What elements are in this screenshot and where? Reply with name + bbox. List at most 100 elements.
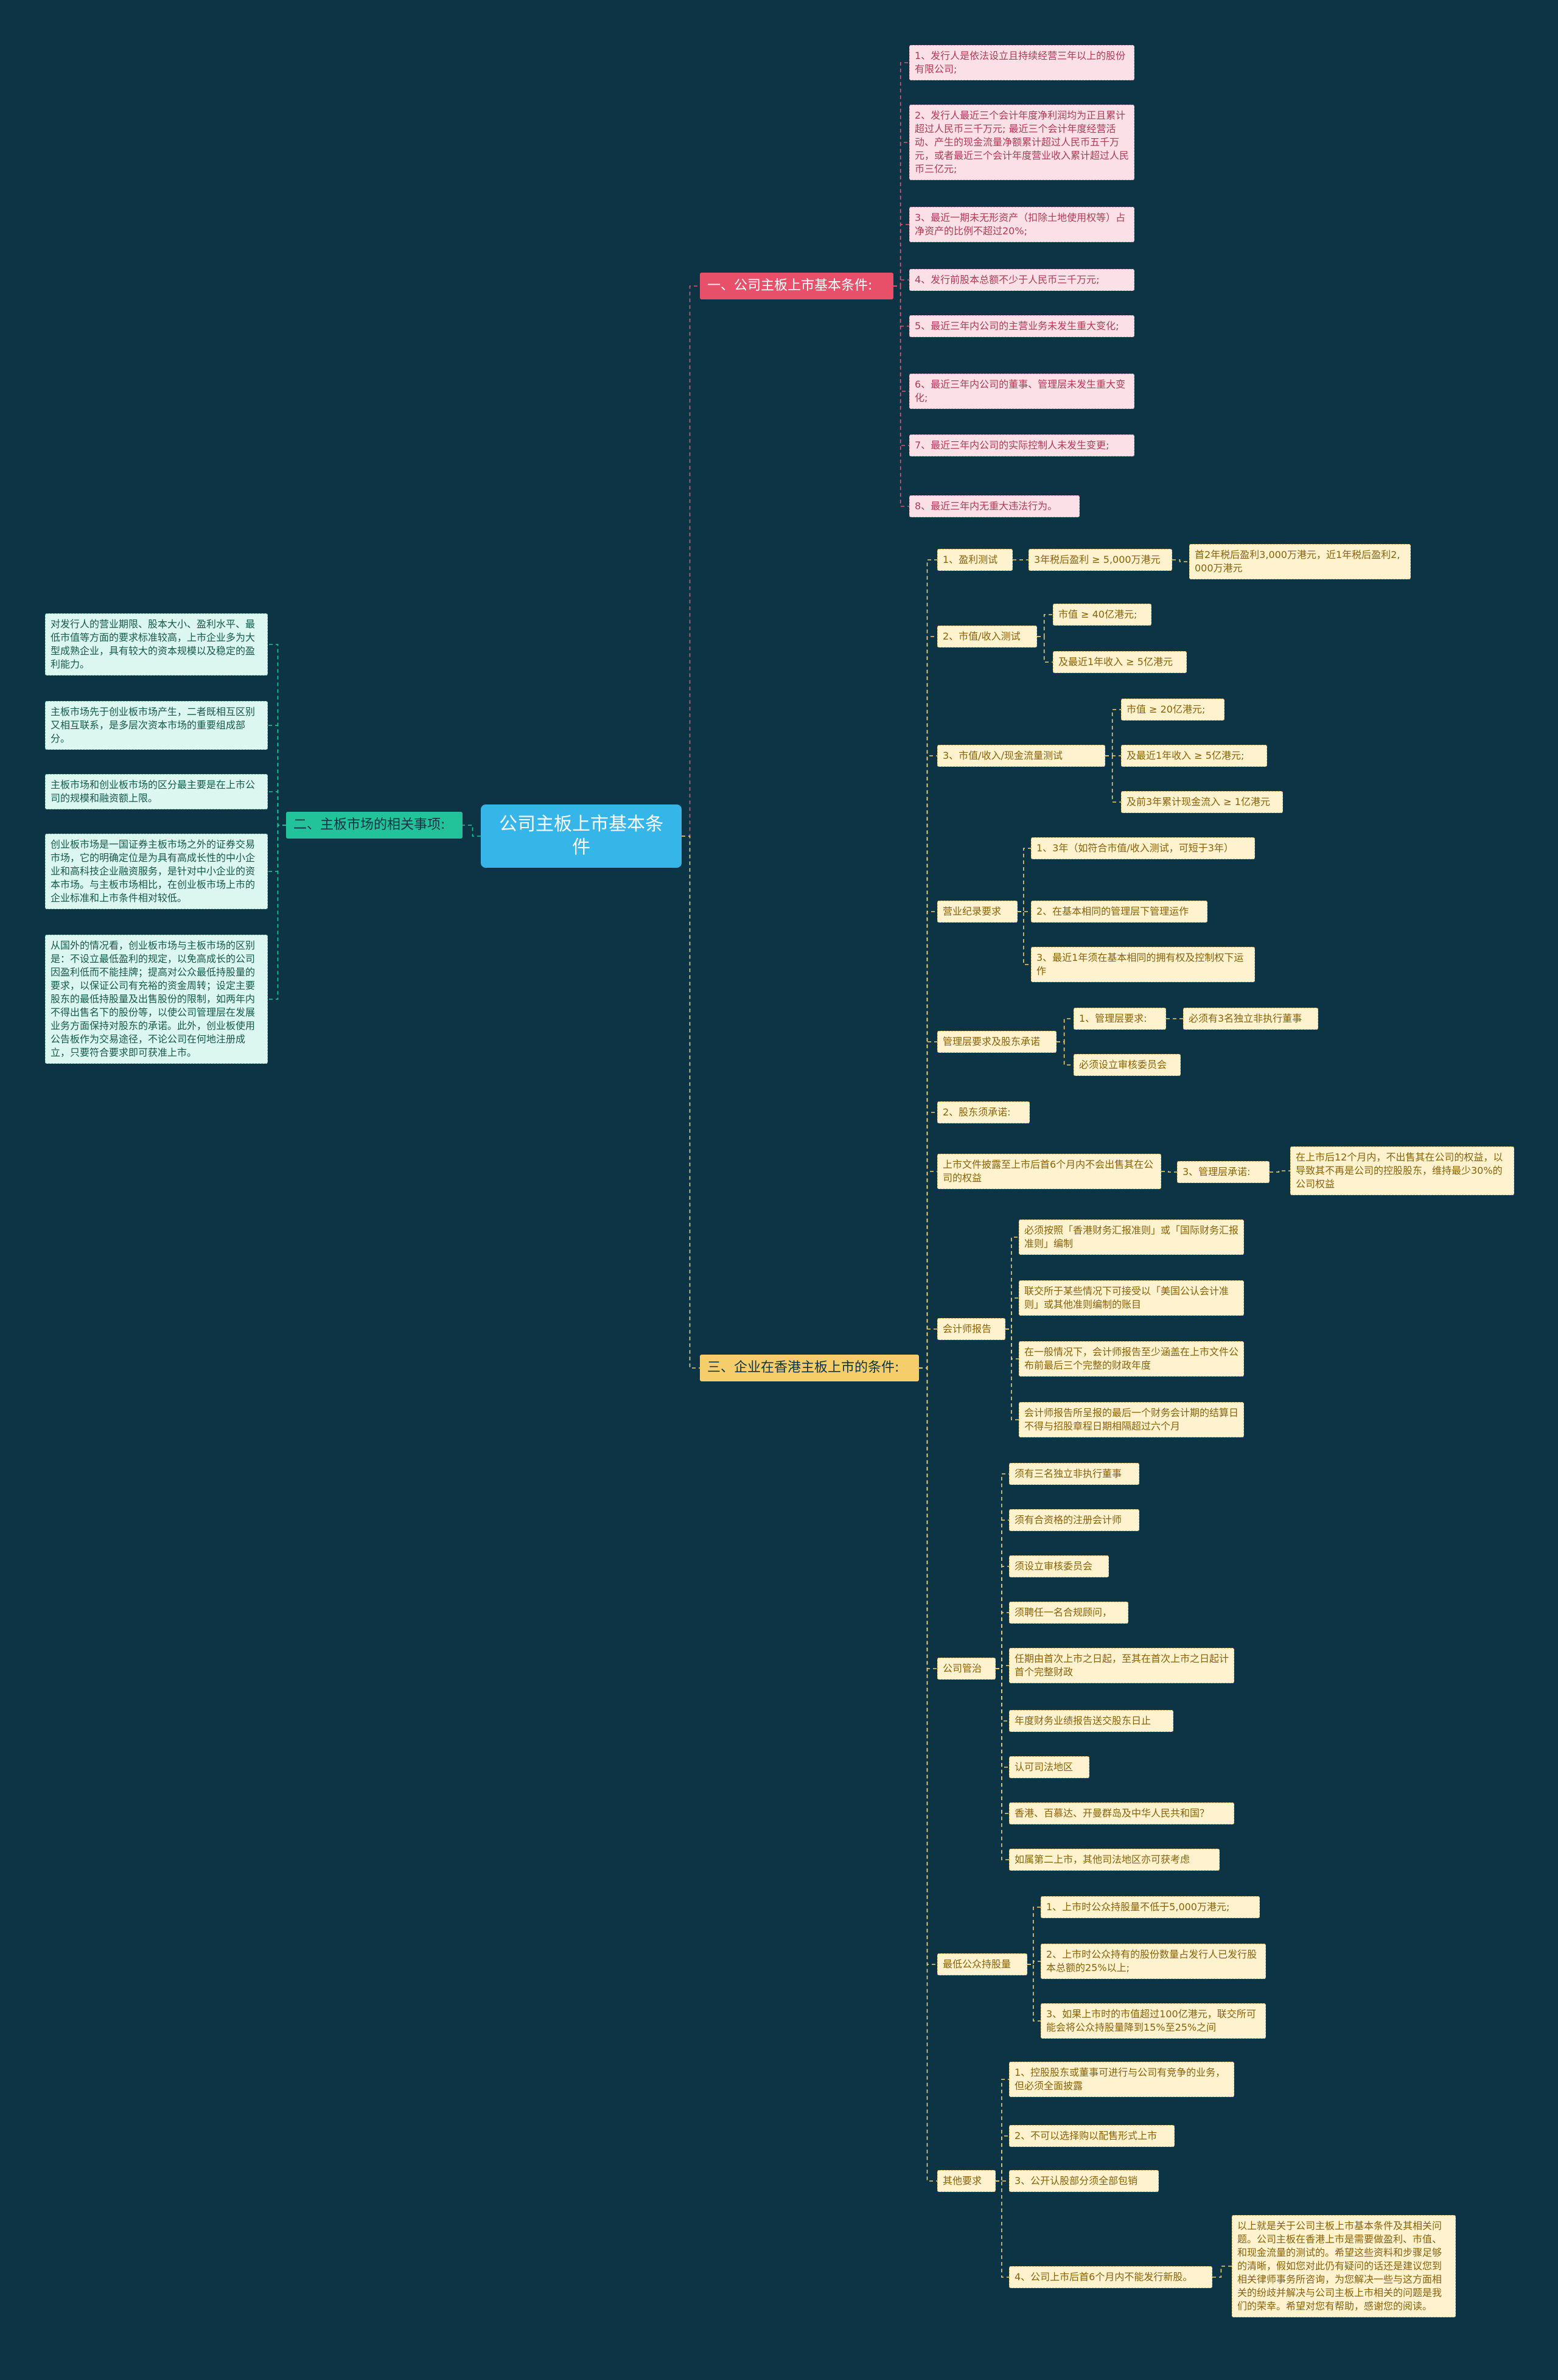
link-mv-rev-cf-test [919,755,937,1369]
link-b2-item-4 [268,825,286,872]
b2-item-4[interactable]: 创业板市场是一国证券主板市场之外的证券交易市场，它的明确定位是为具有高成长性的中… [45,834,268,909]
branch-hk-listing-conditions[interactable]: 三、企业在香港主板上市的条件: [700,1355,919,1381]
audit-item-2[interactable]: 联交所于某些情况下可接受以「美国公认会计准则」或其他准则编制的账目 [1019,1280,1244,1316]
b2-item-2[interactable]: 主板市场先于创业板市场产生，二者既相互区别又相互联系，是多层次资本市场的重要组成… [45,701,268,750]
b1-item-7[interactable]: 7、最近三年内公司的实际控制人未发生变更; [909,434,1134,456]
link-audit-item-2 [1005,1297,1019,1330]
link-b1-item-8 [893,285,909,507]
b1-item-3[interactable]: 3、最近一期未无形资产（扣除土地使用权等）占净资产的比例不超过20%; [909,207,1134,242]
b2-item-3[interactable]: 主板市场和创业板市场的区分最主要是在上市公司的规模和融资额上限。 [45,774,268,809]
other-item-1[interactable]: 1、控股股东或董事可进行与公司有竞争的业务，但必须全面披露 [1009,2062,1234,2097]
b1-item-1[interactable]: 1、发行人是依法设立且持续经营三年以上的股份有限公司; [909,45,1134,80]
link-mgmt-promise [1161,1171,1177,1173]
mgmt-requirement[interactable]: 管理层要求及股东承诺 [937,1031,1057,1053]
gov-item-1[interactable]: 须有三名独立非执行董事 [1009,1463,1139,1485]
link-b1-item-2 [893,142,909,287]
b2-item-5[interactable]: 从国外的情况看，创业板市场与主板市场的区别是：不设立最低盈利的规定，以免高成长的… [45,935,268,1064]
link-holder-promise [919,1112,937,1369]
gov-item-3[interactable]: 须设立审核委员会 [1009,1555,1109,1577]
mgmt-promise[interactable]: 3、管理层承诺: [1177,1161,1270,1183]
other-item-3[interactable]: 3、公开认股部分须全部包销 [1009,2170,1159,2192]
link-record-item-1 [1018,848,1031,912]
mv-rev-cf-item-3[interactable]: 及前3年累计现金流入 ≥ 1亿港元 [1121,791,1283,813]
link-gov-item-8 [996,1668,1009,1814]
link-gov-item-4 [996,1612,1009,1669]
gov-item-7[interactable]: 认可司法地区 [1009,1756,1089,1778]
link-gov-item-2 [996,1520,1009,1669]
lock-up-disclosure[interactable]: 上市文件披露至上市后首6个月内不会出售其在公司的权益 [937,1154,1161,1189]
other-requirements[interactable]: 其他要求 [937,2170,996,2192]
link-mgmt-item-1 [1057,1018,1074,1042]
profit-test-b[interactable]: 首2年税后盈利3,000万港元，近1年税后盈利2,000万港元 [1189,544,1411,579]
link-mv-rev-cf-item-3 [1105,755,1121,803]
float-item-2[interactable]: 2、上市时公众持有的股份数量占发行人已发行股本总额的25%以上; [1041,1944,1266,1979]
b1-item-2[interactable]: 2、发行人最近三个会计年度净利润均为正且累计超过人民币三千万元; 最近三个会计年… [909,105,1134,180]
closing-note[interactable]: 以上就是关于公司主板上市基本条件及其相关问题。公司主板在香港上市是需要做盈利、市… [1232,2215,1456,2317]
b1-item-5[interactable]: 5、最近三年内公司的主营业务未发生重大变化; [909,315,1134,337]
record-item-3[interactable]: 3、最近1年须在基本相同的拥有权及控制权下运作 [1031,947,1255,982]
audit-item-3[interactable]: 在一般情况下，会计师报告至少涵盖在上市文件公布前最后三个完整的财政年度 [1019,1341,1244,1377]
record-item-2[interactable]: 2、在基本相同的管理层下管理运作 [1031,901,1207,923]
b1-item-6[interactable]: 6、最近三年内公司的董事、管理层未发生重大变化; [909,374,1134,409]
link-gov-item-1 [996,1473,1009,1669]
mv-rev-cf-item-1[interactable]: 市值 ≥ 20亿港元; [1121,699,1224,721]
mv-rev-item-2[interactable]: 及最近1年收入 ≥ 5亿港元 [1053,651,1187,673]
link-min-public-float [919,1367,937,1965]
branch-main-board-conditions[interactable]: 一、公司主板上市基本条件: [700,273,893,299]
link-b1-item-7 [893,285,909,446]
mv-rev-cf-test[interactable]: 3、市值/收入/现金流量测试 [937,745,1105,767]
mv-rev-item-1[interactable]: 市值 ≥ 40亿港元; [1053,604,1151,626]
audit-report[interactable]: 会计师报告 [937,1318,1005,1340]
link-profit-test [919,559,937,1369]
gov-item-9[interactable]: 如属第二上市，其他司法地区亦可获考虑 [1009,1849,1220,1871]
b1-item-4[interactable]: 4、发行前股本总额不少于人民币三千万元; [909,269,1134,291]
mv-rev-test[interactable]: 2、市值/收入测试 [937,626,1037,647]
link-other-requirements [919,1367,937,2182]
mv-rev-cf-item-2[interactable]: 及最近1年收入 ≥ 5亿港元; [1121,745,1267,767]
mgmt-item-2[interactable]: 必须设立审核委员会 [1074,1054,1181,1076]
corporate-governance[interactable]: 公司管治 [937,1658,996,1680]
link-other-item-1 [996,2079,1009,2182]
b2-item-1[interactable]: 对发行人的营业期限、股本大小、盈利水平、最低市值等方面的要求标准较高，上市企业多… [45,613,268,675]
link-corporate-governance [919,1367,937,1669]
mgmt-promise-detail[interactable]: 在上市后12个月内，不出售其在公司的权益，以导致其不再是公司的控股股东，维持最少… [1290,1146,1514,1195]
holder-promise[interactable]: 2、股东须承诺: [937,1101,1030,1123]
record-requirement[interactable]: 营业纪录要求 [937,901,1018,923]
mgmt-sub-ined[interactable]: 必须有3名独立非执行董事 [1183,1008,1318,1030]
link-closing-note [1212,2266,1232,2278]
float-item-1[interactable]: 1、上市时公众持股量不低于5,000万港元; [1041,1896,1260,1918]
link-b2-item-2 [268,725,286,826]
gov-item-2[interactable]: 须有合资格的注册会计师 [1009,1509,1139,1531]
branch-main-board-related[interactable]: 二、主板市场的相关事项: [286,812,463,839]
link-b1-item-3 [893,224,909,287]
link-audit-item-3 [1005,1328,1019,1359]
audit-item-1[interactable]: 必须按照「香港财务汇报准则」或「国际财务汇报准则」编制 [1019,1220,1244,1255]
b1-item-8[interactable]: 8、最近三年内无重大违法行为。 [909,495,1080,517]
link-float-item-1 [1027,1907,1041,1965]
gov-item-4[interactable]: 须聘任一名合规顾问， [1009,1602,1128,1624]
gov-item-5[interactable]: 任期由首次上市之日起，至其在首次上市之日起计首个完整财政 [1009,1648,1234,1683]
link-other-item-2 [996,2135,1009,2182]
link-mv-rev-item-1 [1037,614,1053,637]
central-topic[interactable]: 公司主板上市基本条件 [481,804,682,868]
min-public-float[interactable]: 最低公众持股量 [937,1953,1027,1975]
link-b2-item-5 [268,825,286,1000]
gov-item-8[interactable]: 香港、百慕达、开曼群岛及中华人民共和国？ [1009,1802,1234,1824]
audit-item-4[interactable]: 会计师报告所呈报的最后一个财务会计期的结算日不得与招股章程日期相隔超过六个月 [1019,1402,1244,1437]
link-mgmt-requirement [919,1041,937,1369]
mgmt-item-1[interactable]: 1、管理层要求: [1074,1008,1166,1030]
other-item-4[interactable]: 4、公司上市后首6个月内不能发行新股。 [1009,2266,1212,2288]
record-item-1[interactable]: 1、3年（如符合市值/收入测试，可短于3年） [1031,837,1255,859]
profit-test[interactable]: 1、盈利测试 [937,549,1013,571]
link-mv-rev-cf-item-1 [1105,709,1121,756]
gov-item-6[interactable]: 年度财务业绩报告送交股东日止 [1009,1710,1173,1732]
float-item-3[interactable]: 3、如果上市时的市值超过100亿港元，联交所可能会将公众持股量降到15%至25%… [1041,2003,1266,2039]
link-branch-main-board-related [463,825,481,837]
link-audit-item-4 [1005,1328,1019,1420]
profit-test-a[interactable]: 3年税后盈利 ≥ 5,000万港元 [1029,549,1172,571]
link-float-item-3 [1027,1964,1041,2022]
other-item-2[interactable]: 2、不可以选择购以配售形式上市 [1009,2125,1175,2147]
link-b2-item-3 [268,791,286,826]
link-mgmt-item-2 [1057,1041,1074,1066]
